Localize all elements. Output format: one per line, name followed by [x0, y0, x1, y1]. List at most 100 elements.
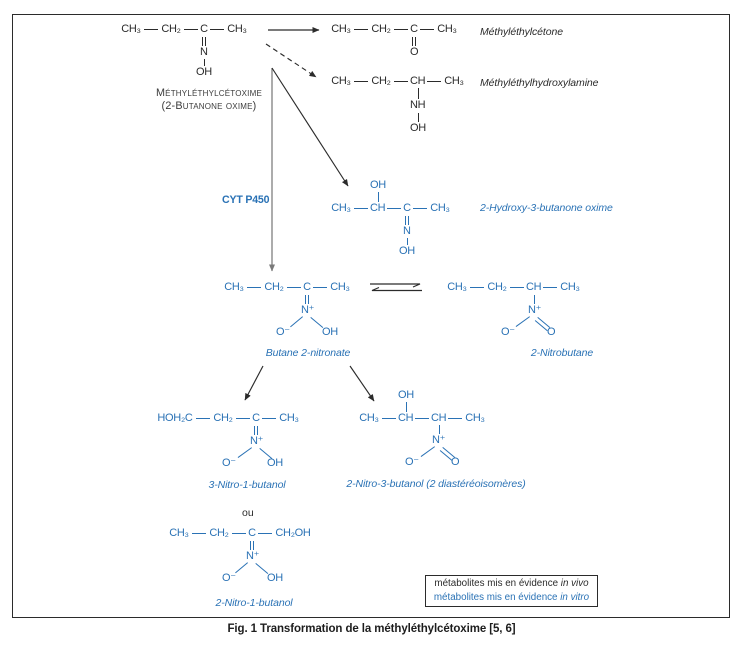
label-meha: Méthyléthylhydroxylamine: [480, 77, 599, 89]
chain-group: C: [252, 412, 260, 424]
bond: [210, 29, 224, 30]
legend-emphasis: in vitro: [560, 592, 590, 603]
double-bond: [404, 216, 410, 225]
label-2-nitro-1-butanol: 2-Nitro-1-butanol: [215, 597, 293, 609]
legend-emphasis: in vivo: [560, 578, 589, 589]
chain-group: CH₃: [279, 412, 299, 424]
chain-group: CH: [410, 75, 426, 87]
legend-in-vivo: métabolites mis en évidence in vivo: [428, 577, 595, 591]
atom-o-minus: O⁻: [405, 456, 419, 468]
figure-caption: Fig. 1 Transformation de la méthyléthylc…: [0, 623, 743, 635]
chain-group: CH₃: [169, 527, 189, 539]
chain-group: CH₂: [371, 23, 391, 35]
legend-text: métabolites mis en évidence: [433, 592, 558, 603]
bond: [232, 533, 246, 534]
chain-group: CH: [398, 412, 414, 424]
bond: [470, 287, 484, 288]
atom-n: N: [200, 46, 208, 58]
substrate-name: Méthyléthylcétoxime: [155, 87, 262, 99]
bond: [427, 81, 441, 82]
chain-group: CH₂: [209, 527, 229, 539]
chain-group: CH₃: [444, 75, 464, 87]
bond: [377, 192, 379, 202]
chain-group: CH₃: [447, 281, 467, 293]
bond: [394, 29, 408, 30]
label-3-nitro-1-butanol: 3-Nitro-1-butanol: [208, 479, 286, 491]
caption-ref: [5, 6]: [489, 623, 516, 635]
chain-group: HOH₂C: [157, 412, 193, 424]
chain-group: C: [248, 527, 256, 539]
chain-group: CH₃: [437, 23, 457, 35]
atom-o-minus: O⁻: [222, 572, 236, 584]
chain-group: CH₃: [121, 23, 141, 35]
chain-group: C: [200, 23, 208, 35]
bond: [438, 425, 440, 434]
chain-group: CH₂: [264, 281, 284, 293]
chain-group: CH₃: [227, 23, 247, 35]
chain-group: CH₃: [224, 281, 244, 293]
chain-group: C: [303, 281, 311, 293]
double-bond: [304, 295, 310, 304]
chain-group: CH: [370, 202, 386, 214]
bond: [287, 287, 301, 288]
bond: [387, 208, 401, 209]
chain-group: CH₂: [487, 281, 507, 293]
atom-n-plus: N⁺: [246, 550, 260, 562]
chain-group: CH₃: [560, 281, 580, 293]
label-mek: Méthyléthylcétone: [480, 26, 563, 38]
caption-prefix: Fig. 1: [227, 623, 258, 635]
bond: [406, 238, 408, 245]
atom-o-minus: O⁻: [276, 326, 290, 338]
bond: [236, 418, 250, 419]
atom-n: N: [403, 225, 411, 237]
label-hydroxy-oxime: 2-Hydroxy-3-butanone oxime: [480, 202, 613, 214]
chain-group: CH₃: [465, 412, 485, 424]
label-nitronate: Butane 2-nitronate: [265, 347, 351, 359]
double-bond: [201, 37, 207, 46]
bond: [354, 208, 368, 209]
caption-title: Transformation de la méthyléthylcétoxime: [260, 623, 487, 635]
chain-group: CH₃: [359, 412, 379, 424]
double-bond: [253, 426, 259, 435]
bond: [313, 287, 327, 288]
chain-group: CH₂OH: [275, 527, 311, 539]
bond: [144, 29, 158, 30]
chain-group: CH₃: [430, 202, 450, 214]
atom-n-plus: N⁺: [301, 304, 315, 316]
figure-frame: [12, 14, 730, 618]
atom-o: O: [451, 456, 460, 468]
atom-o: O: [547, 326, 556, 338]
atom-o-minus: O⁻: [501, 326, 515, 338]
atom-oh-top: OH: [370, 179, 386, 191]
bond: [184, 29, 198, 30]
bond: [405, 402, 407, 412]
label-nitrobutane: 2-Nitrobutane: [530, 347, 594, 359]
bond: [413, 208, 427, 209]
bond: [543, 287, 557, 288]
legend-text: métabolites mis en évidence: [434, 578, 559, 589]
double-bond: [249, 541, 255, 550]
bond: [247, 287, 261, 288]
atom-oh: OH: [410, 122, 426, 134]
bond: [420, 29, 434, 30]
label-2-nitro-3-butanol: 2-Nitro-3-butanol (2 diastéréoisomères): [346, 478, 526, 490]
legend-box: métabolites mis en évidence in vivo méta…: [425, 575, 598, 607]
bond: [510, 287, 524, 288]
chain-group: C: [403, 202, 411, 214]
bond: [417, 113, 419, 122]
legend-in-vitro: métabolites mis en évidence in vitro: [428, 591, 595, 605]
chain: CH₃ CH CH CH₃: [358, 413, 486, 424]
chain-group: C: [410, 23, 418, 35]
chain-group: CH₃: [331, 75, 351, 87]
chain-group: CH: [431, 412, 447, 424]
bond: [192, 533, 206, 534]
bond: [417, 88, 419, 99]
atom-nh: NH: [410, 99, 426, 111]
atom-oh: OH: [399, 245, 415, 257]
chain-group: CH₃: [330, 281, 350, 293]
bond: [203, 59, 205, 66]
label-enzyme: CYT P450: [222, 194, 270, 206]
